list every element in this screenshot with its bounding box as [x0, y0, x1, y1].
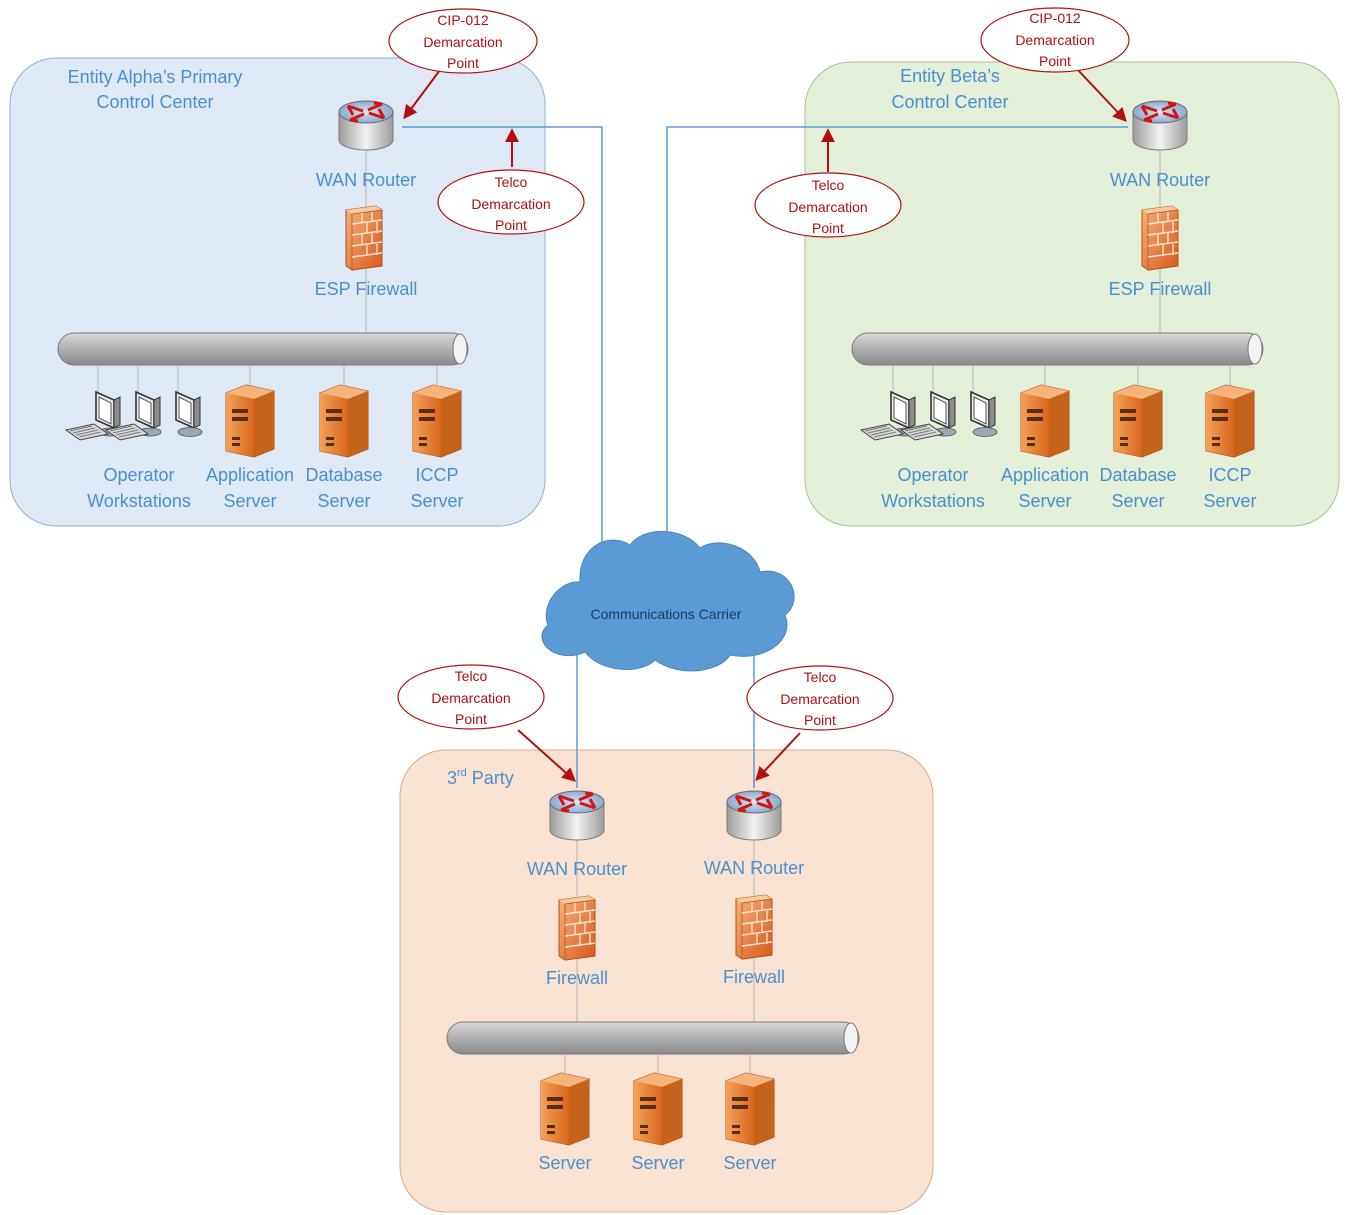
beta-region-title: Entity Beta’s: [900, 66, 1000, 86]
beta-wan-link: [666, 126, 1128, 532]
third-party-region: [399, 749, 934, 1213]
cloud-icon: [541, 531, 795, 672]
beta-network-bus: [851, 332, 1264, 366]
svg-text:CIP-012: CIP-012: [437, 12, 489, 28]
svg-text:Point: Point: [495, 217, 527, 233]
svg-text:Telco: Telco: [455, 668, 488, 684]
alpha-router-label: WAN Router: [316, 170, 416, 190]
beta-router-icon: [1131, 99, 1189, 152]
cip-alpha-arrow: [403, 69, 441, 120]
svg-text:CIP-012: CIP-012: [1029, 10, 1081, 26]
telco-beta-callout: Telco Demarcation Point: [754, 172, 902, 238]
telco-alpha-callout: Telco Demarcation Point: [437, 169, 585, 235]
beta-region-title-line2: Control Center: [891, 92, 1008, 112]
alpha-device-label: Server: [317, 491, 370, 511]
alpha-database-server-icon: [319, 384, 369, 458]
beta-firewall-icon: [1141, 205, 1179, 271]
third-router-left-label: WAN Router: [527, 859, 627, 879]
telco-third-right-arrow: [755, 732, 801, 782]
svg-text:Demarcation: Demarcation: [1015, 32, 1094, 48]
third-server-label: Server: [631, 1153, 684, 1173]
svg-text:Point: Point: [812, 220, 844, 236]
beta-device-label: Operator: [897, 465, 968, 485]
beta-device-label: Server: [1111, 491, 1164, 511]
cip-beta-arrow: [1077, 69, 1127, 123]
third-server-icon: [540, 1072, 590, 1146]
alpha-device-label: Server: [410, 491, 463, 511]
third-router-right-label: WAN Router: [704, 858, 804, 878]
third-firewall-right-icon: [735, 894, 773, 960]
svg-text:Telco: Telco: [804, 669, 837, 685]
svg-text:Point: Point: [447, 55, 479, 71]
beta-monitor-icon: [970, 391, 998, 438]
third-server-icon: [725, 1072, 775, 1146]
alpha-router-icon: [337, 99, 395, 152]
alpha-device-label: Server: [223, 491, 276, 511]
cloud-label: Communications Carrier: [591, 606, 742, 622]
third-server-label: Server: [538, 1153, 591, 1173]
third-router-left-icon: [548, 789, 606, 842]
alpha-application-server-icon: [225, 384, 275, 458]
beta-device-label: Workstations: [881, 491, 985, 511]
alpha-region-title: Entity Alpha’s Primary: [68, 67, 243, 87]
svg-text:Telco: Telco: [812, 177, 845, 193]
alpha-firewall-label: ESP Firewall: [315, 279, 418, 299]
beta-router-label: WAN Router: [1110, 170, 1210, 190]
beta-device-label: Server: [1018, 491, 1071, 511]
third-server-icon: [633, 1072, 683, 1146]
cip-alpha-callout: CIP-012 Demarcation Point: [388, 8, 538, 74]
third-firewall-left-label: Firewall: [546, 968, 608, 988]
alpha-region-title-line2: Control Center: [96, 92, 213, 112]
telco-third-right-callout: Telco Demarcation Point: [746, 665, 894, 731]
alpha-device-label: Operator: [103, 465, 174, 485]
cip-beta-callout: CIP-012 Demarcation Point: [980, 7, 1130, 73]
svg-text:Point: Point: [455, 711, 487, 727]
svg-text:Telco: Telco: [495, 174, 528, 190]
svg-text:Demarcation: Demarcation: [780, 691, 859, 707]
alpha-network-bus: [57, 332, 469, 366]
alpha-iccp-server-icon: [412, 384, 462, 458]
svg-text:Point: Point: [804, 712, 836, 728]
third-router-right-icon: [725, 789, 783, 842]
alpha-monitor-icon: [175, 391, 203, 438]
alpha-firewall-icon: [345, 205, 383, 271]
third-party-region-title: 3rd Party: [447, 767, 514, 788]
beta-database-server-icon: [1113, 384, 1163, 458]
svg-text:Demarcation: Demarcation: [788, 199, 867, 215]
third-firewall-right-label: Firewall: [723, 967, 785, 987]
third-server-label: Server: [723, 1153, 776, 1173]
telco-third-left-arrow: [517, 729, 577, 782]
beta-application-server-icon: [1020, 384, 1070, 458]
beta-iccp-server-icon: [1205, 384, 1255, 458]
beta-device-label: ICCP: [1208, 465, 1251, 485]
svg-text:Demarcation: Demarcation: [471, 196, 550, 212]
alpha-device-label: Application: [206, 465, 294, 485]
beta-region: [804, 61, 1340, 527]
third-firewall-left-icon: [558, 895, 596, 961]
svg-text:Point: Point: [1039, 53, 1071, 69]
svg-text:Demarcation: Demarcation: [423, 34, 502, 50]
svg-text:Demarcation: Demarcation: [431, 690, 510, 706]
alpha-wan-link: [402, 126, 603, 560]
alpha-device-label: Database: [305, 465, 382, 485]
telco-third-left-callout: Telco Demarcation Point: [397, 664, 545, 730]
beta-device-label: Server: [1203, 491, 1256, 511]
beta-firewall-label: ESP Firewall: [1109, 279, 1212, 299]
beta-device-label: Application: [1001, 465, 1089, 485]
beta-device-label: Database: [1099, 465, 1176, 485]
third-network-bus: [446, 1021, 860, 1055]
alpha-device-label: ICCP: [415, 465, 458, 485]
alpha-device-label: Workstations: [87, 491, 191, 511]
alpha-region: [9, 57, 546, 527]
